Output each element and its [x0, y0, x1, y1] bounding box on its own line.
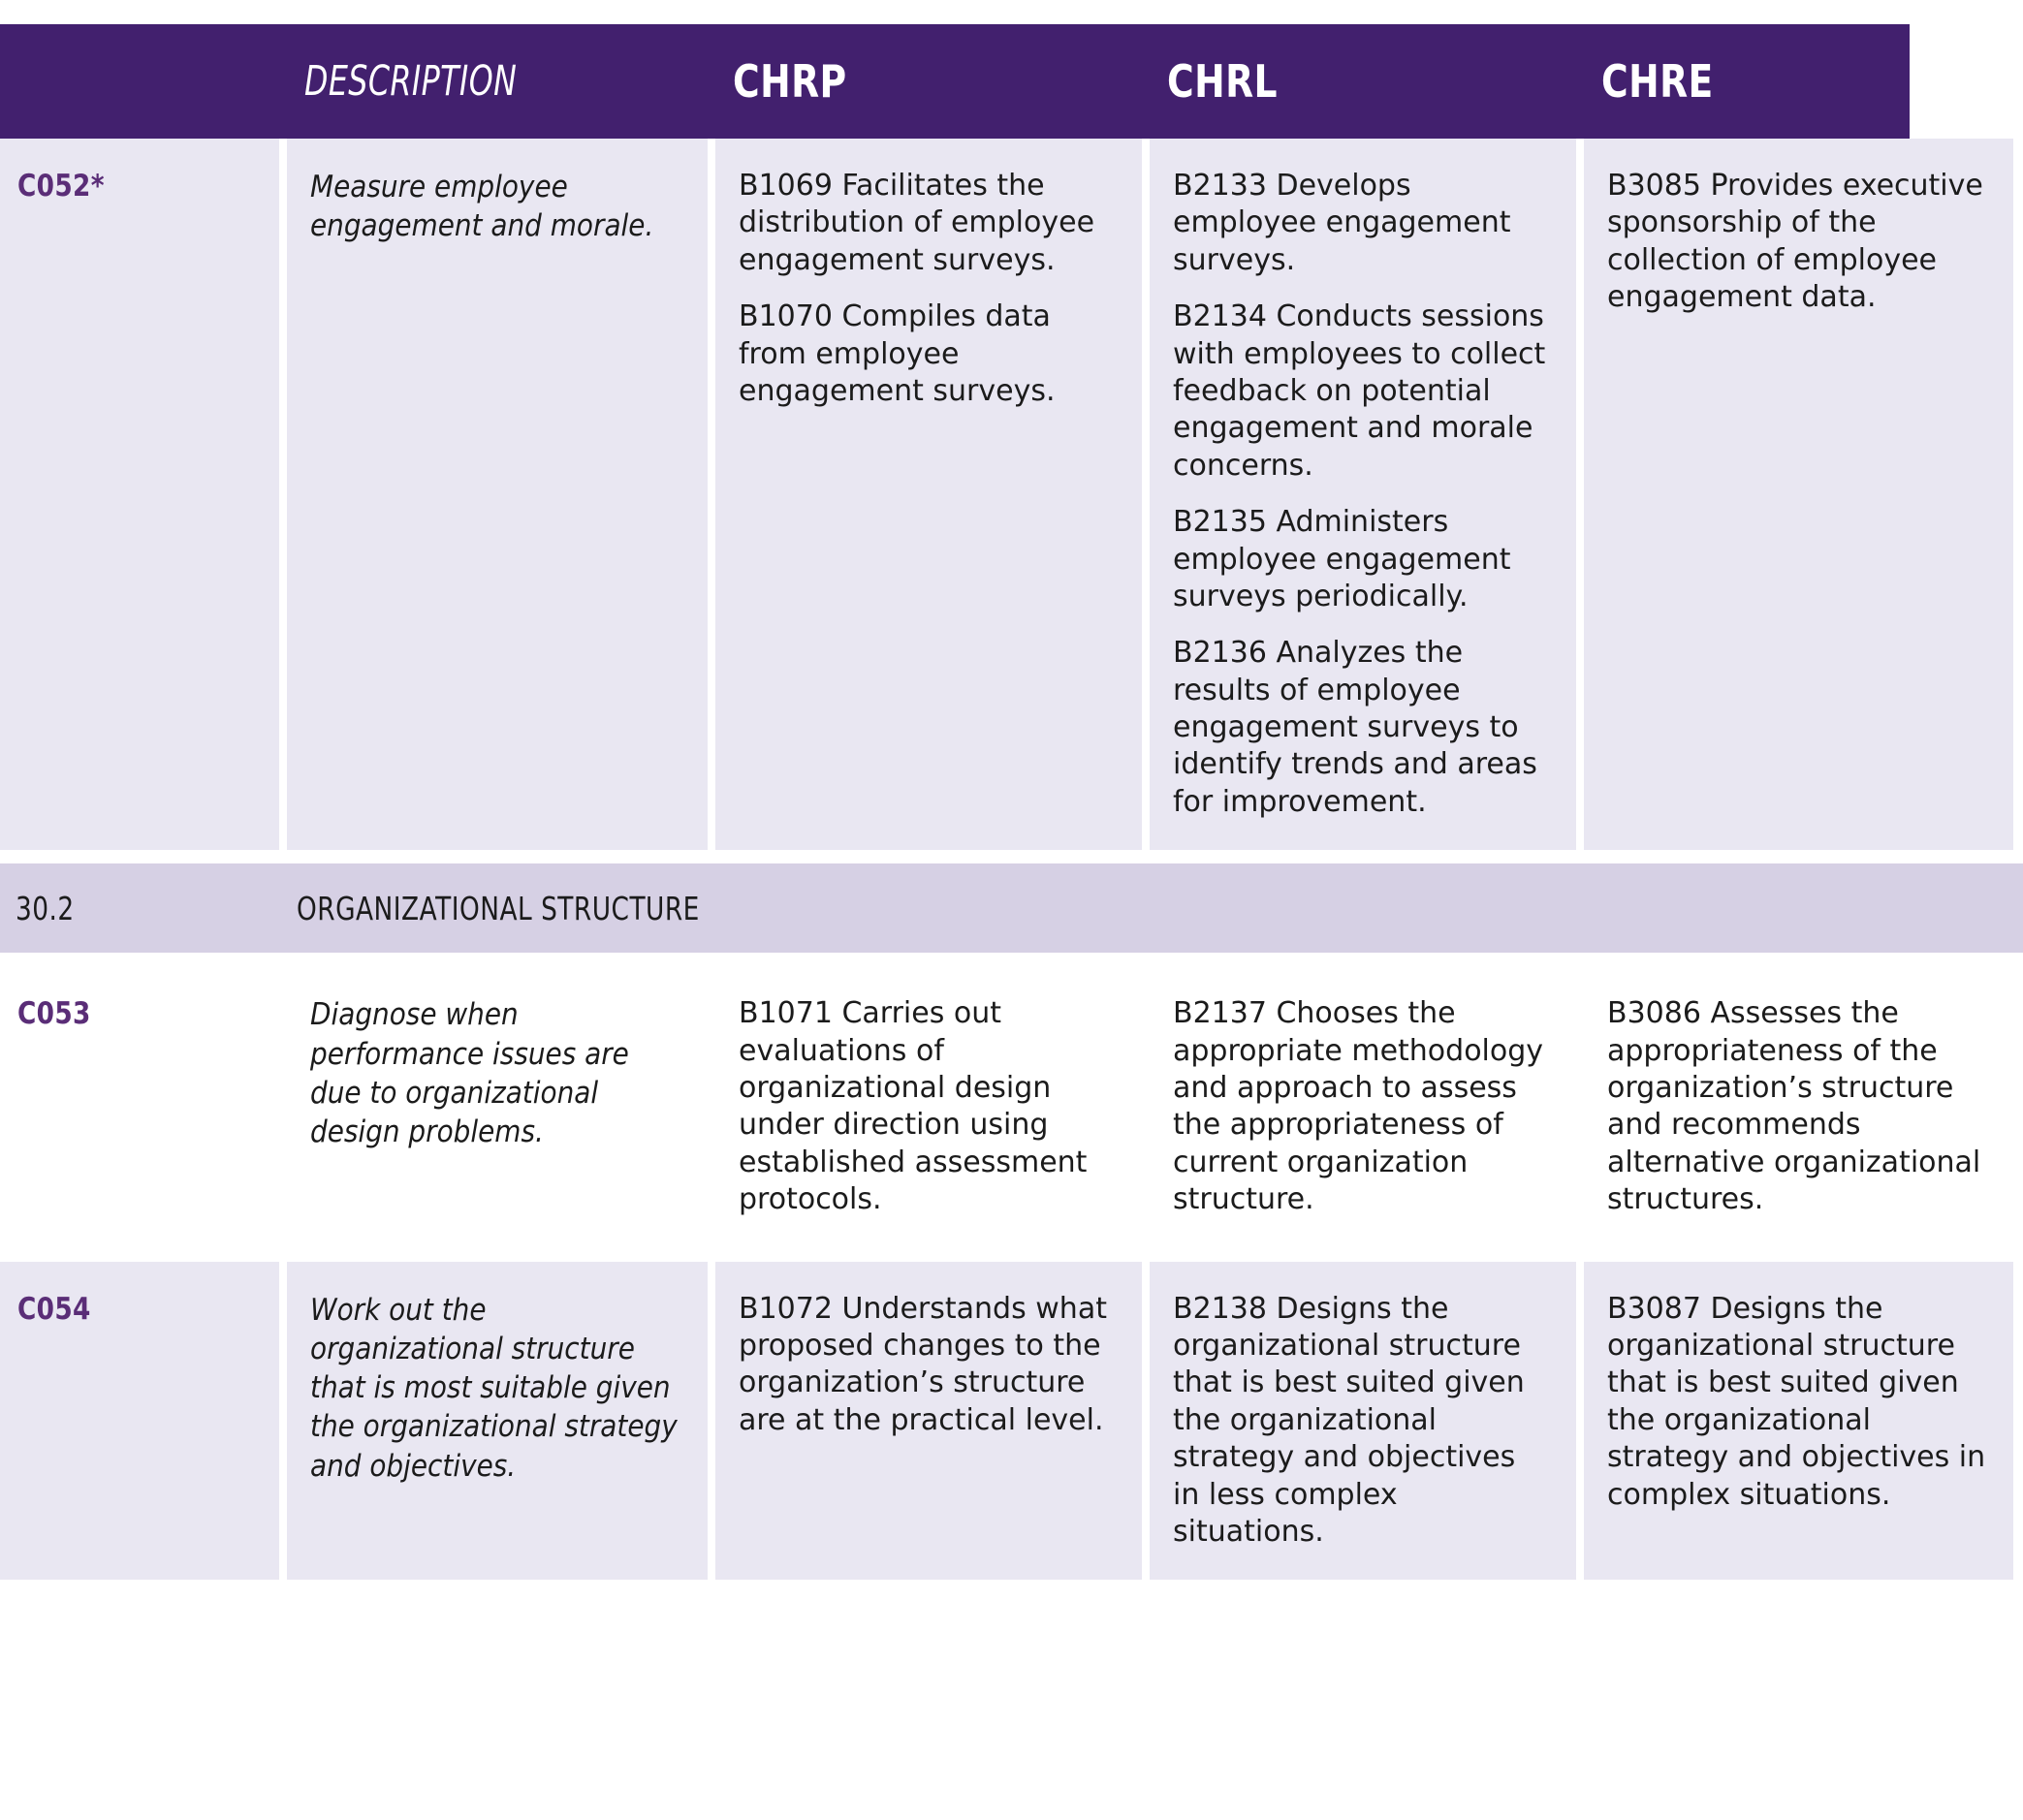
competency-description: Measure employee engagement and morale.	[287, 139, 708, 851]
row-gap	[1142, 1261, 1150, 1581]
competency-chrp-behaviours: B1072 Understands what proposed changes …	[715, 1261, 1142, 1581]
competency-chre-behaviours: B3087 Designs the organizational structu…	[1584, 1261, 2013, 1581]
behaviour-item: B2138 Designs the organizational structu…	[1173, 1291, 1525, 1549]
row-gap	[1142, 139, 1150, 851]
competency-code: C054	[0, 1261, 279, 1581]
table-row: C052* Measure employee engagement and mo…	[0, 139, 2023, 851]
header-background-band	[0, 24, 1910, 139]
row-gap	[708, 1261, 715, 1581]
row-separator	[0, 1247, 2023, 1262]
behaviour-item: B3087 Designs the organizational structu…	[1607, 1291, 1986, 1512]
behaviour-item: B3085 Provides executive sponsorship of …	[1607, 169, 1983, 315]
header-cell-chre: CHRE	[1584, 24, 2013, 139]
header-cell-code	[0, 24, 279, 139]
competency-chrp-behaviours: B1071 Carries out evaluations of organiz…	[715, 966, 1142, 1248]
header-label-description: DESCRIPTION	[304, 57, 518, 106]
row-gap	[279, 139, 287, 851]
competency-chre-behaviours: B3086 Assesses the appropriateness of th…	[1584, 966, 2013, 1248]
header-label-chrp: CHRP	[733, 55, 847, 108]
row-gap	[1576, 1261, 1584, 1581]
row-gap	[1142, 966, 1150, 1248]
behaviour-item: B2133 Develops employee engagement surve…	[1173, 169, 1511, 277]
table-row: C053 Diagnose when performance issues ar…	[0, 966, 2023, 1248]
section-header-row: 30.2 ORGANIZATIONAL STRUCTURE	[0, 863, 2023, 954]
behaviour-item: B2136 Analyzes the results of employee e…	[1173, 636, 1537, 819]
competency-code: C052*	[0, 139, 279, 851]
behaviour-item: B1070 Compiles data from employee engage…	[739, 299, 1056, 408]
competency-description: Diagnose when performance issues are due…	[287, 966, 708, 1248]
row-gap	[279, 966, 287, 1248]
behaviour-item: B1072 Understands what proposed changes …	[739, 1291, 1107, 1437]
competency-chre-behaviours: B3085 Provides executive sponsorship of …	[1584, 139, 2013, 851]
behaviour-item: B3086 Assesses the appropriateness of th…	[1607, 996, 1981, 1217]
header-cell-chrp: CHRP	[715, 24, 1142, 139]
behaviour-item: B2134 Conducts sessions with employees t…	[1173, 299, 1546, 483]
table-row: C054 Work out the organizational structu…	[0, 1261, 2023, 1581]
header-label-chre: CHRE	[1601, 55, 1714, 108]
table-header-row: DESCRIPTION CHRP CHRL CHRE	[0, 0, 2023, 139]
row-gap	[279, 1261, 287, 1581]
competency-chrp-behaviours: B1069 Facilitates the distribution of em…	[715, 139, 1142, 851]
section-title: ORGANIZATIONAL STRUCTURE	[297, 889, 700, 927]
competency-chrl-behaviours: B2133 Develops employee engagement surve…	[1150, 139, 1576, 851]
row-gap	[708, 139, 715, 851]
competency-chrl-behaviours: B2138 Designs the organizational structu…	[1150, 1261, 1576, 1581]
behaviour-item: B1069 Facilitates the distribution of em…	[739, 169, 1095, 277]
row-gap	[1576, 966, 1584, 1248]
behaviour-item: B2135 Administers employee engagement su…	[1173, 505, 1511, 613]
row-gap	[708, 966, 715, 1248]
competency-description: Work out the organizational structure th…	[287, 1261, 708, 1581]
behaviour-item: B1071 Carries out evaluations of organiz…	[739, 996, 1088, 1217]
competency-code: C053	[0, 966, 279, 1248]
competency-chrl-behaviours: B2137 Chooses the appropriate methodolog…	[1150, 966, 1576, 1248]
section-number: 30.2	[16, 889, 75, 927]
behaviour-item: B2137 Chooses the appropriate methodolog…	[1173, 996, 1544, 1217]
row-gap	[1576, 139, 1584, 851]
header-label-chrl: CHRL	[1167, 55, 1278, 108]
header-cell-description: DESCRIPTION	[287, 24, 708, 139]
header-cell-chrl: CHRL	[1150, 24, 1576, 139]
